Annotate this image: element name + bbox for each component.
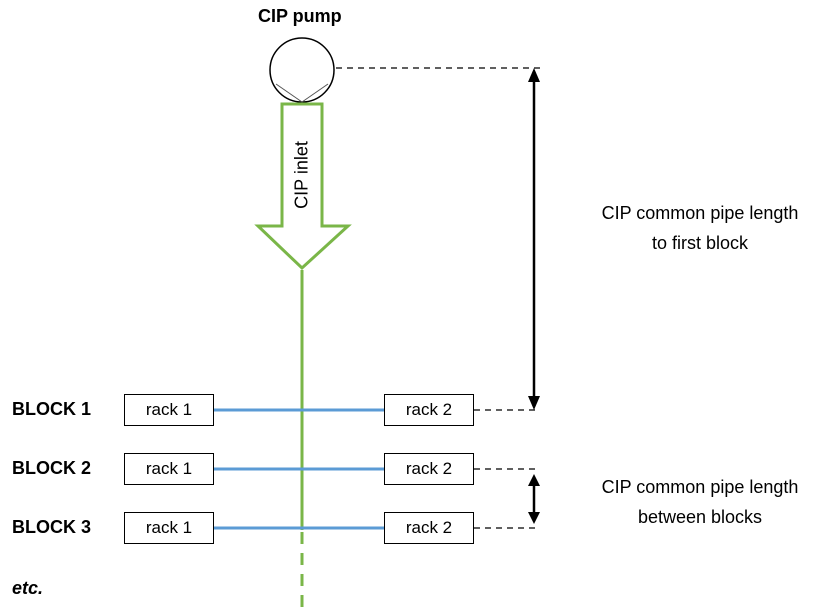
- block-1-rack-left: rack 1: [124, 394, 214, 426]
- pump-label: CIP pump: [258, 6, 342, 26]
- between-blocks-annotation-line2: between blocks: [637, 507, 763, 527]
- pump-icon: [269, 37, 335, 103]
- block-2-rack-left: rack 1: [124, 453, 214, 485]
- between-blocks-arrowhead-bottom: [528, 512, 540, 524]
- pump-blade-left: [275, 83, 303, 103]
- first-block-arrowhead-top: [528, 68, 540, 82]
- block-3-rack-left: rack 1: [124, 512, 214, 544]
- between-blocks-annotation: CIP common pipe length between blocks: [580, 472, 820, 532]
- first-block-arrowhead-bottom: [528, 396, 540, 410]
- block-3-rack-right: rack 2: [384, 512, 474, 544]
- first-block-annotation-line1: CIP common pipe length: [601, 203, 799, 223]
- block-2-label: BLOCK 2: [12, 458, 92, 478]
- pump-blade-right: [301, 83, 329, 103]
- between-blocks-annotation-line1: CIP common pipe length: [601, 477, 799, 497]
- cip-inlet-arrow: [254, 102, 352, 271]
- block-2-rack-right: rack 2: [384, 453, 474, 485]
- first-block-annotation-line2: to first block: [651, 233, 749, 253]
- block-1-rack-right: rack 2: [384, 394, 474, 426]
- etc-label: etc.: [12, 578, 44, 598]
- inlet-label: CIP inlet: [291, 141, 312, 209]
- between-blocks-arrowhead-top: [528, 474, 540, 486]
- block-3-label: BLOCK 3: [12, 517, 92, 537]
- block-1-label: BLOCK 1: [12, 399, 92, 419]
- first-block-annotation: CIP common pipe length to first block: [580, 198, 820, 258]
